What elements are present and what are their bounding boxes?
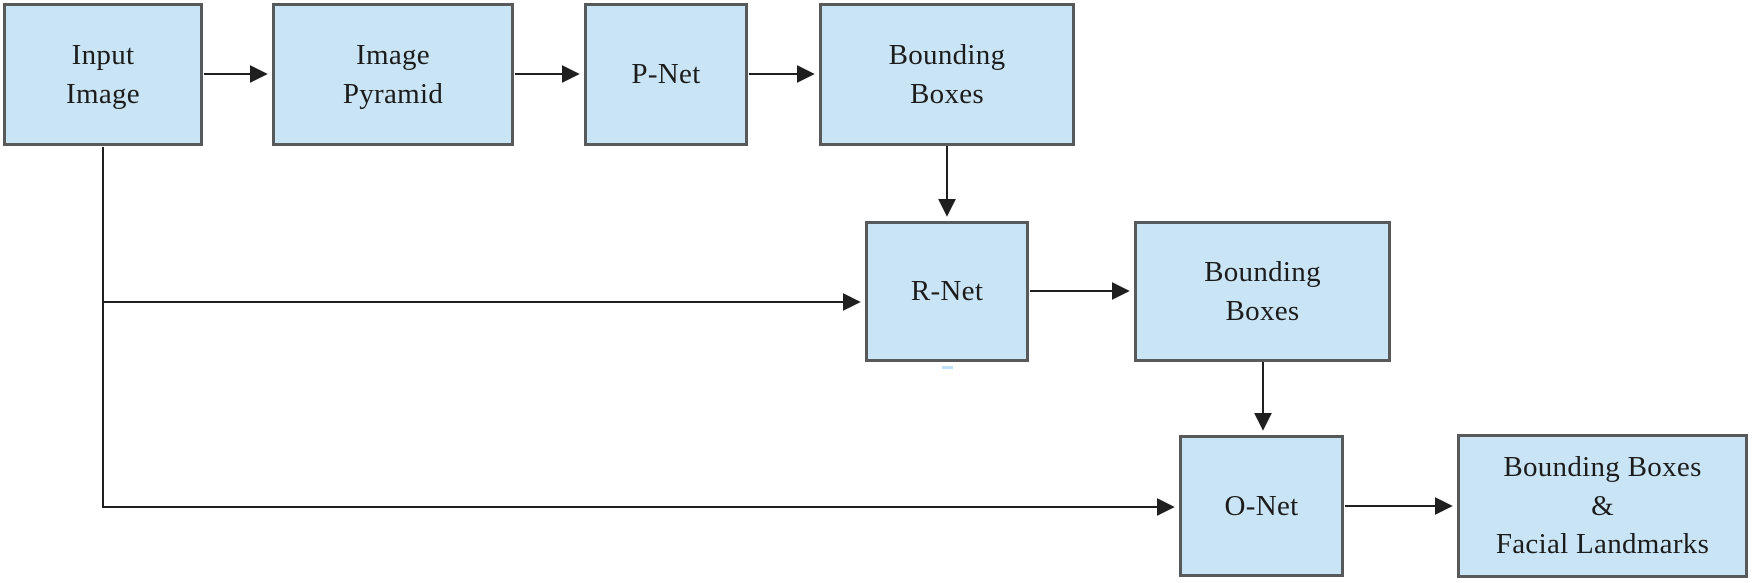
node-output-label: Bounding Boxes & Facial Landmarks [1495,451,1710,561]
node-p-net-label: P-Net [631,58,701,91]
node-image-pyramid-label: Image Pyramid [342,38,444,110]
node-p-net: P-Net [584,3,748,146]
node-o-net-label: O-Net [1224,489,1299,522]
node-output-bounding-boxes-facial-landmarks: Bounding Boxes & Facial Landmarks [1457,434,1748,578]
stray-mark [942,366,953,369]
node-r-net: R-Net [865,221,1029,362]
node-input-image-label: Input Image [66,38,140,110]
node-bounding-boxes-1: Bounding Boxes [819,3,1075,146]
node-image-pyramid: Image Pyramid [272,3,514,146]
node-o-net: O-Net [1179,435,1344,577]
node-input-image: Input Image [3,3,203,146]
node-r-net-label: R-Net [910,275,984,308]
node-bounding-boxes-2-label: Bounding Boxes [1204,255,1321,327]
node-bounding-boxes-2: Bounding Boxes [1134,221,1391,362]
node-bounding-boxes-1-label: Bounding Boxes [888,38,1006,110]
